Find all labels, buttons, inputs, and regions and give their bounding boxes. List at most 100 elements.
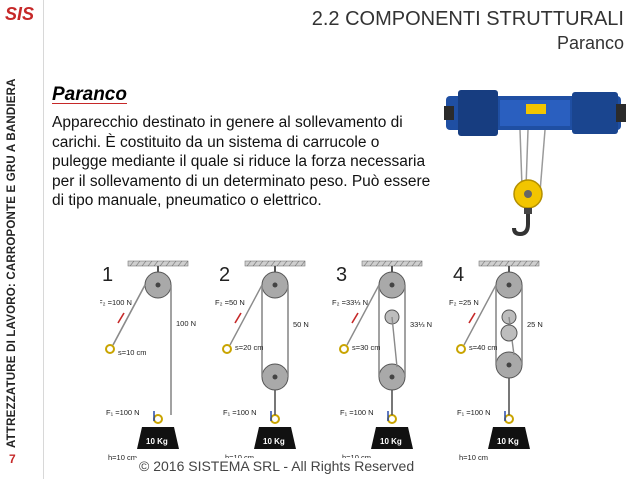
ceiling [244, 260, 306, 267]
ceiling-hatch [381, 260, 387, 267]
ceiling-hatch [300, 260, 306, 267]
ceiling-hatch [141, 260, 147, 267]
ceiling-hatch [135, 260, 141, 267]
ceiling-hatch [252, 260, 258, 267]
ceiling [361, 260, 423, 267]
weight-label: 10 Kg [497, 437, 519, 446]
logo-text: SIS [5, 4, 34, 24]
ceiling-hatch [276, 260, 282, 267]
weight-label: 10 Kg [146, 437, 168, 446]
header: 2.2 COMPONENTI STRUTTURALI Paranco [312, 8, 624, 54]
ceiling-hatch [405, 260, 411, 267]
f1-label: F₁ =100 N [457, 408, 491, 417]
f1-label: F₁ =100 N [223, 408, 257, 417]
ceiling [127, 260, 189, 267]
pulley-axle [506, 362, 512, 368]
ceiling-hatch [369, 260, 375, 267]
section-heading: Paranco [52, 84, 127, 105]
height-label: h=10 cm [108, 453, 137, 462]
height-label: h=10 cm [225, 453, 254, 462]
pull-hook [222, 344, 232, 354]
electric-hoist-illustration [444, 90, 626, 237]
pull-hook [339, 344, 349, 354]
ceiling-hatch [522, 260, 528, 267]
ceiling-hatch [504, 260, 510, 267]
f1-label: F₁ =100 N [340, 408, 374, 417]
ceiling-hatch [516, 260, 522, 267]
ceiling-hatch [399, 260, 405, 267]
ceiling-hatch [264, 260, 270, 267]
f2-label: F₂ =50 N [215, 298, 245, 307]
weight-block [371, 427, 413, 449]
ceiling-hatch [492, 260, 498, 267]
pull-hook [105, 344, 115, 354]
ceiling-hatch [375, 260, 381, 267]
ceiling-hatch [282, 260, 288, 267]
weight-label: 10 Kg [380, 437, 402, 446]
rope-pull [463, 284, 497, 346]
weight-block [488, 427, 530, 449]
pulley-axle [389, 282, 395, 288]
weight-label: 10 Kg [263, 437, 285, 446]
weight-block [137, 427, 179, 449]
page-number: 7 [9, 452, 16, 466]
ceiling-hatch [159, 260, 165, 267]
pull-hook [456, 344, 466, 354]
pulley-axle [506, 282, 512, 288]
ceiling-hatch [147, 260, 153, 267]
section-body: Apparecchio destinato in genere al solle… [52, 114, 431, 210]
page-title: 2.2 COMPONENTI STRUTTURALI [311, 8, 624, 30]
ceiling-hatch [528, 260, 534, 267]
force-label: 33⅓ N [410, 320, 432, 329]
ceiling-hatch [171, 260, 177, 267]
force-label: 50 N [293, 320, 309, 329]
displacement-label: s=40 cm [469, 343, 498, 352]
ceiling-hatch [270, 260, 276, 267]
load-hook [153, 414, 163, 424]
ceiling-hatch [534, 260, 540, 267]
hoist-body [444, 90, 626, 136]
rope-pull [346, 284, 380, 346]
ceiling-hatch [411, 260, 417, 267]
copyright-footer: © 2016 SISTEMA SRL - All Rights Reserved [135, 458, 419, 474]
force-arrow [351, 312, 359, 324]
ceiling-hatch [288, 260, 294, 267]
hoist-ropes [519, 129, 546, 193]
sidebar-vertical-title: ATTREZZATURE DI LAVORO: CARROPONTE E GRU… [6, 78, 18, 448]
ceiling-hatch [165, 260, 171, 267]
rope [391, 316, 398, 368]
ceiling [478, 260, 540, 267]
force-label: 100 N [176, 319, 196, 328]
pulley-axle [272, 374, 278, 380]
ceiling-hatch [363, 260, 369, 267]
ceiling-hatch [387, 260, 393, 267]
sidebar: SIS ATTREZZATURE DI LAVORO: CARROPONTE E… [0, 0, 44, 479]
ceiling-hatch [246, 260, 252, 267]
diagram-number: 4 [453, 264, 464, 286]
force-arrow [234, 312, 242, 324]
pulley-axle [389, 374, 395, 380]
pulley-axle [272, 282, 278, 288]
rope-pull [112, 284, 146, 346]
ceiling-hatch [129, 260, 135, 267]
load-hook [387, 414, 397, 424]
diagram-number: 3 [336, 264, 347, 286]
force-label: 25 N [527, 320, 543, 329]
diagram-number: 2 [219, 264, 230, 286]
ceiling-hatch [486, 260, 492, 267]
ceiling-hatch [258, 260, 264, 267]
intermediate-pulley [500, 324, 518, 342]
force-arrow [468, 312, 476, 324]
ceiling-hatch [393, 260, 399, 267]
height-label: h=10 cm [342, 453, 371, 462]
pulley-diagram-2: 2 10 Kg F₂ =50 N 50 N s=20 cm F₁ =100 N h=10 c… [215, 260, 309, 462]
ceiling-hatch [417, 260, 423, 267]
f1-label: F₁ =100 N [106, 408, 140, 417]
ceiling-hatch [498, 260, 504, 267]
ceiling-hatch [510, 260, 516, 267]
displacement-label: s=20 cm [235, 343, 264, 352]
force-arrow [117, 312, 125, 324]
